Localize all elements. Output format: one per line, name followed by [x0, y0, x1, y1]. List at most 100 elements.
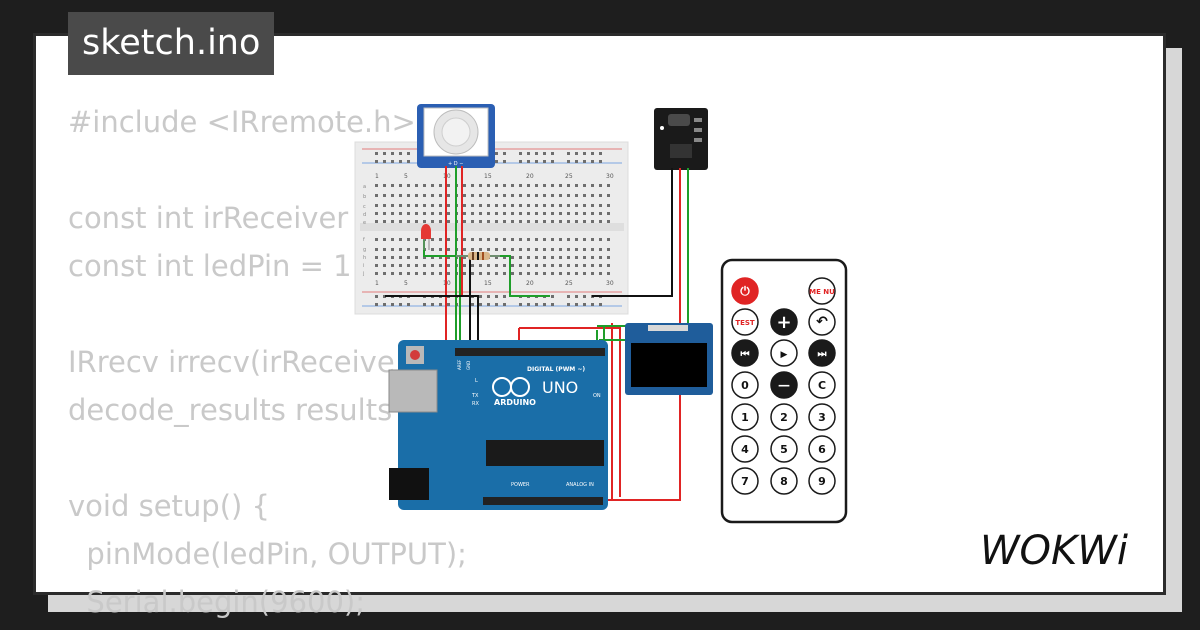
breadboard-hole	[519, 264, 522, 267]
breadboard-hole	[551, 295, 554, 298]
breadboard-hole	[599, 194, 602, 197]
resistor[interactable]	[456, 252, 500, 260]
breadboard-hole	[519, 256, 522, 259]
remote-button-4[interactable]: 4	[731, 435, 759, 463]
breadboard-hole	[471, 264, 474, 267]
breadboard-hole	[599, 152, 602, 155]
breadboard-hole	[495, 220, 498, 223]
row-label: a	[363, 184, 366, 190]
breadboard-hole	[583, 204, 586, 207]
breadboard-hole	[599, 248, 602, 251]
breadboard-hole	[471, 303, 474, 306]
breadboard-hole	[599, 256, 602, 259]
remote-button-1[interactable]: 1	[731, 403, 759, 431]
code-line: const int irReceiver	[68, 201, 349, 235]
breadboard-hole	[511, 220, 514, 223]
remote-button-5[interactable]: 5	[770, 435, 798, 463]
breadboard-hole	[591, 194, 594, 197]
breadboard-hole	[431, 256, 434, 259]
breadboard-hole	[375, 238, 378, 241]
breadboard-hole	[487, 212, 490, 215]
remote-button-7[interactable]: 7	[731, 467, 759, 495]
led[interactable]	[421, 224, 431, 250]
row-label: e	[363, 220, 366, 226]
breadboard-hole	[415, 220, 418, 223]
breadboard-hole	[599, 272, 602, 275]
remote-menu-label: ME NU	[809, 288, 835, 296]
breadboard-hole	[407, 212, 410, 215]
breadboard-hole	[559, 256, 562, 259]
remote-button-play[interactable]: ▶	[770, 339, 798, 367]
remote-button-menu[interactable]: ME NU	[808, 277, 836, 305]
breadboard-hole	[503, 204, 506, 207]
breadboard-hole	[375, 184, 378, 187]
remote-button-9[interactable]: 9	[808, 467, 836, 495]
breadboard-hole	[463, 238, 466, 241]
breadboard-hole	[535, 248, 538, 251]
ir-receiver-module[interactable]	[654, 108, 708, 170]
remote-button-c[interactable]: C	[808, 371, 836, 399]
breadboard-hole	[431, 272, 434, 275]
pir-sensor[interactable]: + D −	[417, 104, 495, 168]
row-label: h	[363, 255, 366, 261]
breadboard-hole	[599, 238, 602, 241]
breadboard-hole	[375, 152, 378, 155]
minus-icon: —	[778, 378, 790, 392]
breadboard-hole	[463, 194, 466, 197]
column-label: 20	[526, 173, 534, 180]
remote-button-3[interactable]: 3	[808, 403, 836, 431]
breadboard-hole	[487, 248, 490, 251]
remote-button-2[interactable]: 2	[770, 403, 798, 431]
breadboard-hole	[431, 212, 434, 215]
oled-display[interactable]	[625, 323, 713, 395]
breadboard-hole	[391, 152, 394, 155]
code-line: void setup() {	[68, 489, 270, 523]
remote-test-label: TEST	[735, 319, 755, 327]
breadboard-hole	[607, 256, 610, 259]
breadboard-hole	[591, 220, 594, 223]
breadboard-hole	[407, 160, 410, 163]
breadboard-hole	[479, 238, 482, 241]
breadboard-hole	[479, 204, 482, 207]
breadboard-hole	[503, 256, 506, 259]
digital-label: DIGITAL (PWM ~)	[527, 366, 585, 373]
breadboard-hole	[583, 238, 586, 241]
remote-button-0[interactable]: 0	[731, 371, 759, 399]
breadboard-hole	[487, 220, 490, 223]
breadboard-hole	[519, 248, 522, 251]
breadboard-hole	[527, 256, 530, 259]
breadboard-hole	[503, 264, 506, 267]
breadboard-hole	[527, 264, 530, 267]
breadboard-hole	[535, 194, 538, 197]
remote-button-plus[interactable]: +	[770, 308, 798, 336]
remote-button-test[interactable]: TEST	[731, 308, 759, 336]
remote-button-prev[interactable]: ⏮	[731, 339, 759, 367]
remote-button-6[interactable]: 6	[808, 435, 836, 463]
breadboard-hole	[391, 248, 394, 251]
remote-button-minus[interactable]: —	[770, 371, 798, 399]
breadboard-hole	[447, 256, 450, 259]
column-label: 25	[565, 173, 573, 180]
breadboard-hole	[543, 212, 546, 215]
column-label: 1	[375, 173, 379, 180]
breadboard-hole	[567, 272, 570, 275]
breadboard-hole	[447, 194, 450, 197]
row-label: d	[363, 212, 366, 218]
breadboard-hole	[495, 256, 498, 259]
sketch-title[interactable]: sketch.ino	[68, 12, 275, 75]
breadboard-hole	[375, 295, 378, 298]
remote-digit-label: 5	[780, 443, 788, 456]
breadboard-hole	[375, 264, 378, 267]
remote-button-8[interactable]: 8	[770, 467, 798, 495]
arduino-uno-board[interactable]: UNO ARDUINO DIGITAL (PWM ~) POWER ANALOG…	[388, 340, 608, 510]
remote-button-power[interactable]: ⏻	[731, 277, 759, 305]
breadboard-hole	[487, 264, 490, 267]
breadboard-hole	[399, 303, 402, 306]
remote-button-back[interactable]: ↶	[808, 308, 836, 336]
breadboard-hole	[583, 248, 586, 251]
remote-button-next[interactable]: ⏭	[808, 339, 836, 367]
pir-pin-labels: + D −	[448, 161, 463, 167]
breadboard-hole	[543, 256, 546, 259]
breadboard-hole	[383, 220, 386, 223]
